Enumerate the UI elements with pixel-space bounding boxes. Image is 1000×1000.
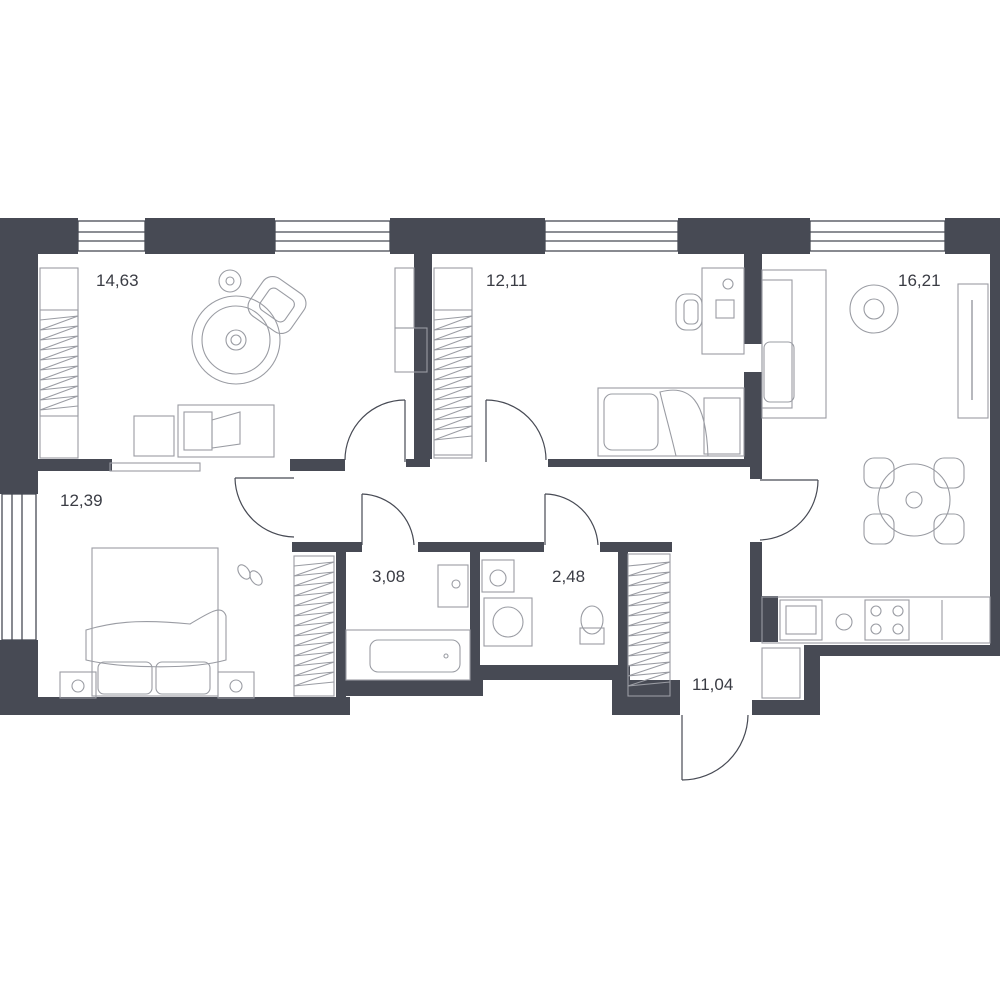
slippers	[237, 564, 263, 586]
bedroom-bottom-left-furniture	[59, 547, 335, 699]
wc-sink	[481, 559, 515, 593]
wardrobe	[293, 555, 335, 697]
room-area-label: 2,48	[552, 567, 585, 586]
fridge	[761, 647, 801, 699]
windows	[1, 220, 946, 641]
door-bedroom-1	[344, 399, 406, 462]
bed	[597, 387, 745, 457]
doors	[234, 399, 819, 781]
room-area-label: 3,08	[372, 567, 405, 586]
door-kitchen	[759, 479, 819, 541]
window-3	[544, 220, 679, 252]
bedroom-top-left-furniture	[39, 267, 428, 472]
cabinet	[394, 267, 428, 373]
nightstand	[133, 415, 175, 457]
walls	[0, 218, 1000, 715]
door-bedroom-2	[485, 399, 547, 462]
sofa	[761, 269, 827, 419]
hall-wardrobe	[627, 553, 671, 697]
dining-table	[863, 457, 965, 545]
desk	[177, 404, 275, 458]
room-area-label: 14,63	[96, 271, 139, 290]
room-area-label: 11,04	[692, 675, 733, 694]
chair	[675, 293, 703, 331]
kitchen-counter	[761, 596, 991, 644]
sink	[437, 564, 469, 608]
door-entrance	[681, 714, 749, 781]
bed	[85, 547, 227, 697]
room-area-label: 12,11	[486, 271, 527, 290]
kitchen-living-furniture	[761, 269, 991, 699]
nightstand-right	[217, 671, 255, 699]
room-area-label: 12,39	[60, 491, 103, 510]
tv-unit	[957, 283, 989, 419]
washing-machine	[483, 597, 533, 647]
side-table	[218, 269, 242, 293]
desk	[701, 267, 745, 355]
nightstand-left	[59, 671, 97, 699]
bathroom-furniture	[345, 564, 471, 681]
door-bathroom	[361, 493, 415, 546]
wc-furniture	[481, 553, 671, 697]
radiator	[109, 462, 201, 472]
coffee-table	[849, 284, 899, 334]
round-rug	[191, 295, 281, 385]
window-1	[77, 220, 146, 252]
window-left	[1, 493, 37, 641]
wardrobe	[433, 267, 473, 459]
door-wc	[544, 493, 599, 546]
window-4	[809, 220, 946, 252]
door-bedroom-3	[234, 477, 295, 538]
bathtub	[345, 629, 471, 681]
room-area-label: 16,21	[898, 271, 941, 290]
toilet	[579, 605, 605, 645]
bedroom-top-middle-furniture	[433, 267, 745, 459]
wardrobe	[39, 267, 79, 459]
armchair	[247, 275, 307, 335]
window-2	[274, 220, 391, 252]
